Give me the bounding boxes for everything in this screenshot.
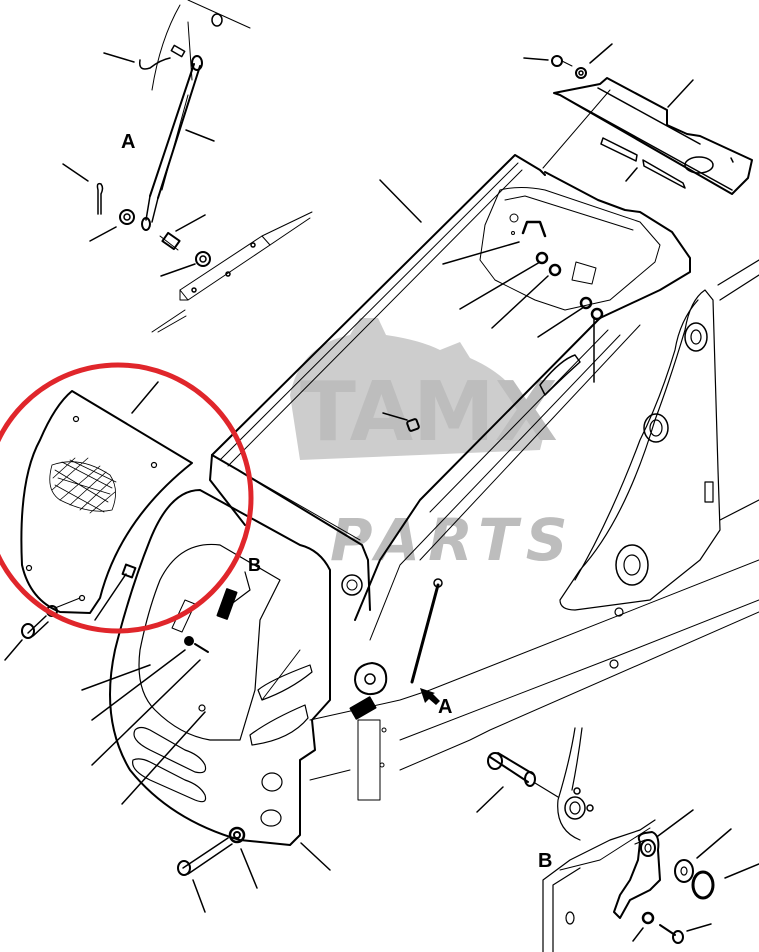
top-cover-plate (523, 43, 753, 195)
pivot-pin-detail (476, 727, 759, 952)
watermark-text-parts: PARTS (330, 506, 575, 574)
view-a-arrow (420, 688, 440, 705)
side-guard (81, 489, 331, 913)
gas-strut-assembly (62, 0, 313, 333)
boom-side-plate (559, 259, 759, 669)
label-view-b-main: B (248, 555, 261, 575)
watermark-text-tamx: TAMX (300, 365, 558, 460)
highlight-circle (0, 362, 254, 634)
main-boom (209, 154, 691, 720)
label-view-b-detail: B (538, 850, 552, 872)
label-view-a-arrow: A (438, 696, 452, 718)
lower-frame (309, 559, 759, 801)
vent-mesh (49, 457, 117, 514)
watermark-logo (290, 318, 545, 460)
side-cover-panel (4, 381, 193, 661)
label-view-a-top: A (121, 131, 135, 153)
